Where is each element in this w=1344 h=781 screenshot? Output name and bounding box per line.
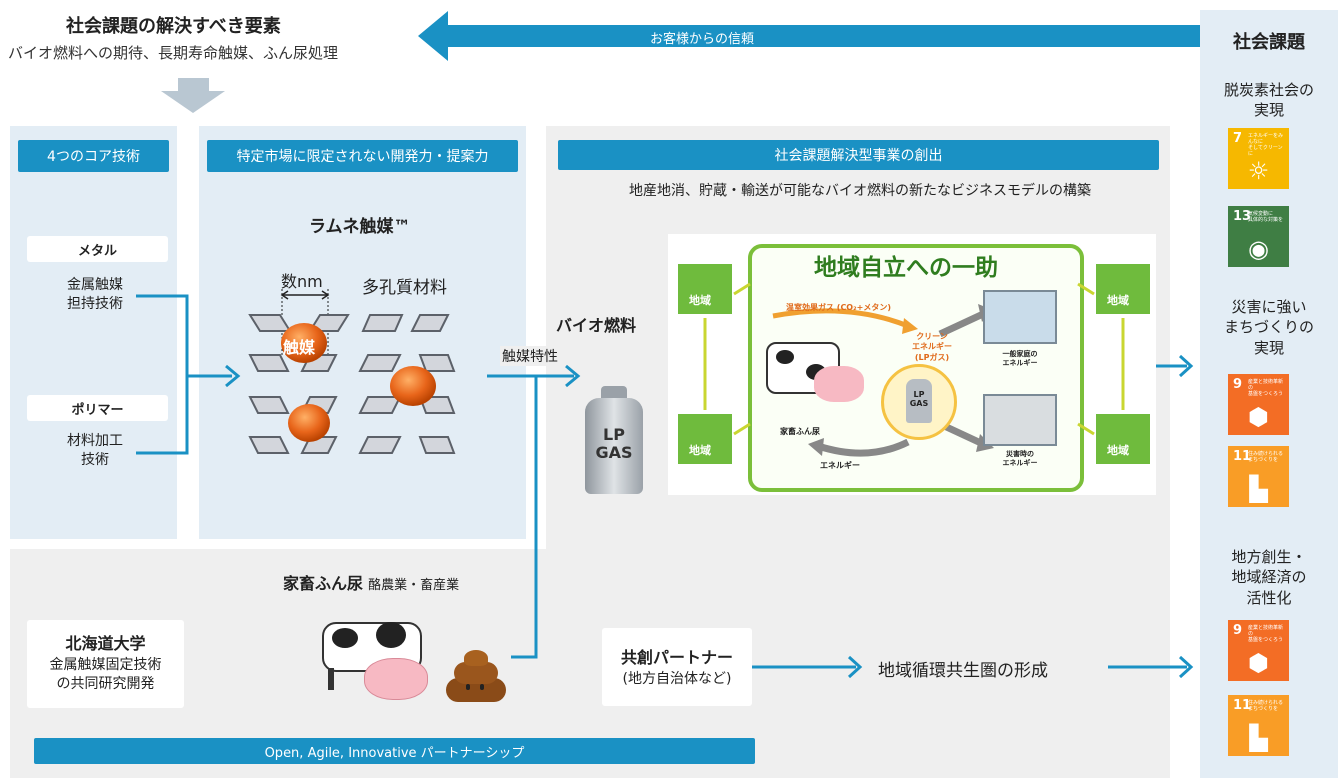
issue-decarbonization: 脱炭素社会の 実現 xyxy=(1223,81,1314,120)
energy-label: エネルギー xyxy=(820,461,860,470)
pig-image xyxy=(814,366,864,402)
issue-disaster-resilience: 災害に強い まちづくりの 実現 xyxy=(1223,298,1314,357)
biofuel-label: バイオ燃料 xyxy=(556,316,637,335)
sdg-9-badge: 9 産業と技術革新の 基盤をつくろう ⬢ xyxy=(1228,374,1289,435)
lp-gas-text: LP GAS xyxy=(595,425,633,462)
livestock-heading: 家畜ふん尿 酪農業・畜産業 xyxy=(283,570,459,594)
catalyst-property-label: 触媒特性 xyxy=(500,346,560,366)
lp-gas-circle: LP GAS xyxy=(881,364,957,440)
business-tag: 社会課題解決型事業の創出 xyxy=(558,140,1159,170)
regional-illustration: 地域自立への一助 地域 地域 地域 地域 温室効果ガス (CO₂+メタン) クリ… xyxy=(668,234,1156,495)
header-title: 社会課題の解決すべき要素 xyxy=(66,16,281,37)
greenhouse-gas-label: 温室効果ガス (CO₂+メタン) xyxy=(786,303,891,312)
region-box-top-right: 地域 xyxy=(1096,264,1150,314)
sdg-11-badge: 11 住み続けられる まちづくりを ▙ xyxy=(1228,446,1289,507)
partner-desc: (地方自治体など) xyxy=(622,671,732,687)
trust-label: お客様からの信頼 xyxy=(650,32,755,47)
region-box-bottom-left: 地域 xyxy=(678,414,732,464)
region-box-top-left: 地域 xyxy=(678,264,732,314)
core-tech-tag: 4つのコア技術 xyxy=(18,140,169,172)
polymer-label: ポリマー xyxy=(27,395,168,421)
development-panel xyxy=(199,126,526,539)
down-arrow xyxy=(161,78,225,113)
social-issues-title: 社会課題 xyxy=(1233,32,1305,53)
partner-title: 共創パートナー xyxy=(620,648,733,667)
cow-pig-illustration xyxy=(318,618,430,700)
metal-tech-text: 金属触媒 担持技術 xyxy=(67,277,123,312)
partnership-bar: Open, Agile, Innovative パートナーシップ xyxy=(34,738,755,764)
university-desc: 金属触媒固定技術 の共同研究開発 xyxy=(49,657,162,692)
eye-globe-icon: ◉ xyxy=(1248,235,1269,263)
disaster-image xyxy=(983,394,1057,446)
livestock-industry: 酪農業・畜産業 xyxy=(368,578,460,593)
trust-arrow xyxy=(418,11,1200,61)
disaster-energy-label: 災害時の エネルギー xyxy=(1002,450,1038,468)
clean-energy-label: クリーン エネルギー (LPガス) xyxy=(912,332,952,362)
header-subtitle: バイオ燃料への期待、長期寿命触媒、ふん尿処理 xyxy=(8,44,339,62)
circular-label: 地域循環共生圏の形成 xyxy=(878,661,1048,681)
region-box-bottom-right: 地域 xyxy=(1096,414,1150,464)
business-subtitle: 地産地消、貯蔵・輸送が可能なバイオ燃料の新たなビジネスモデルの構築 xyxy=(629,183,1091,199)
development-tag: 特定市場に限定されない開発力・提案力 xyxy=(207,140,518,172)
livestock-manure-label: 家畜ふん尿 xyxy=(780,427,820,436)
catalyst-label: 触媒 xyxy=(283,338,316,357)
lp-gas-cylinder: LP GAS xyxy=(583,386,645,496)
size-label: 数nm xyxy=(281,272,323,291)
core-tech-panel xyxy=(10,126,177,539)
issue-regional-revitalization: 地方創生・ 地域経済の 活性化 xyxy=(1231,548,1307,607)
metal-label: メタル xyxy=(27,236,168,262)
sdg-7-badge: 7 エネルギーをみんなに そしてクリーンに ☼ xyxy=(1228,128,1289,189)
ramune-catalyst-title: ラムネ触媒™ xyxy=(309,217,411,237)
university-name: 北海道大学 xyxy=(65,634,146,653)
cubes-icon: ⬢ xyxy=(1248,649,1269,677)
household-image xyxy=(983,290,1057,344)
sdg-11-badge-2: 11 住み続けられる まちづくりを ▙ xyxy=(1228,695,1289,756)
sun-icon: ☼ xyxy=(1247,157,1270,185)
ramune-catalyst-illustration xyxy=(248,289,456,454)
manure-illustration xyxy=(444,648,508,704)
porous-material-label: 多孔質材料 xyxy=(362,278,447,298)
sdg-9-badge-2: 9 産業と技術革新の 基盤をつくろう ⬢ xyxy=(1228,620,1289,681)
household-energy-label: 一般家庭の エネルギー xyxy=(1002,350,1038,368)
partner-box: 共創パートナー (地方自治体など) xyxy=(602,628,752,706)
sdg-13-badge: 13 気候変動に 具体的な対策を ◉ xyxy=(1228,206,1289,267)
livestock-title: 家畜ふん尿 xyxy=(283,574,364,593)
cubes-icon: ⬢ xyxy=(1248,403,1269,431)
university-box: 北海道大学 金属触媒固定技術 の共同研究開発 xyxy=(27,620,184,708)
illustration-title: 地域自立への一助 xyxy=(814,255,998,281)
city-icon: ▙ xyxy=(1249,724,1268,752)
city-icon: ▙ xyxy=(1249,475,1268,503)
polymer-tech-text: 材料加工 技術 xyxy=(67,433,123,468)
